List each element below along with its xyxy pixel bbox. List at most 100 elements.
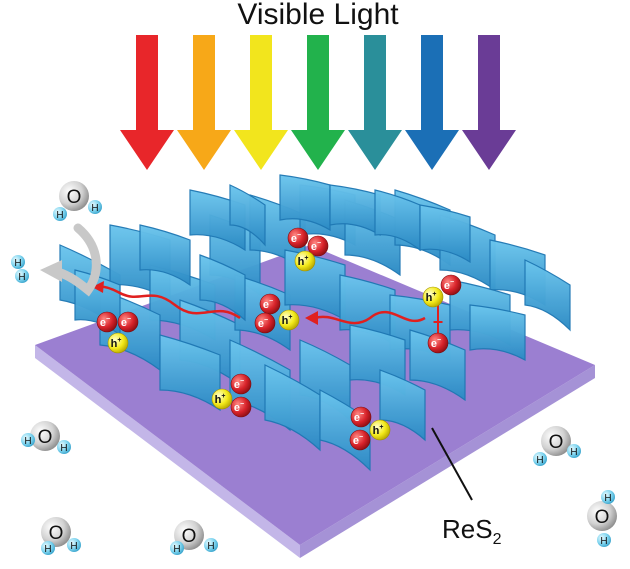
hydrogen-symbol: H	[70, 541, 77, 552]
hole-symbol: h+	[215, 393, 226, 406]
electron-symbol: e−	[311, 240, 321, 253]
hydrogen-atom	[41, 541, 55, 555]
hydrogen-atom	[11, 255, 25, 269]
charge-sup: +	[288, 314, 292, 321]
charge-sup: −	[240, 378, 244, 385]
light-arrow	[120, 35, 174, 170]
res2-pointer-line	[431, 427, 473, 501]
electron-symbol: e−	[291, 232, 301, 245]
res2-label-sub: 2	[493, 531, 502, 548]
substrate-side-right	[300, 365, 595, 558]
electron-symbol: e−	[234, 378, 244, 391]
charge-sup: +	[379, 424, 383, 431]
electron: e−	[96, 311, 118, 333]
electron: e−	[230, 373, 252, 395]
hole-sphere	[422, 286, 444, 308]
electron: e−	[287, 227, 309, 249]
hole-symbol: h+	[426, 291, 437, 304]
oxygen-atom	[41, 517, 71, 547]
nanosheet	[199, 254, 246, 322]
electron-sphere	[117, 311, 139, 333]
charge-sup: −	[360, 411, 364, 418]
charge-sup: +	[221, 393, 225, 400]
charge-sup: −	[264, 317, 268, 324]
electron-sphere	[350, 406, 372, 428]
hydrogen-symbol: H	[60, 443, 67, 454]
water-molecule: OH H	[21, 421, 71, 454]
electron: e−	[254, 312, 276, 334]
light-arrow	[291, 35, 345, 170]
hydrogen-symbol: H	[56, 210, 63, 221]
oxygen-atom	[541, 426, 571, 456]
nanosheet	[379, 369, 426, 442]
hydrogen-atom	[533, 452, 547, 466]
hole: h+	[107, 332, 129, 354]
light-arrows	[120, 35, 516, 170]
hydrogen-atom	[67, 538, 81, 552]
electron-sphere	[230, 396, 252, 418]
electron-symbol: e−	[263, 298, 273, 311]
electron: e−	[427, 332, 449, 354]
electron-sphere	[427, 332, 449, 354]
light-arrow	[234, 35, 288, 170]
oxygen-atom	[30, 421, 60, 451]
charge-sup: −	[127, 316, 131, 323]
electron-sphere	[230, 373, 252, 395]
light-arrow	[177, 35, 231, 170]
electron-symbol: e−	[100, 316, 110, 329]
hydrogen-symbol: H	[24, 436, 31, 447]
nanosheet	[229, 184, 266, 247]
hydrogen-symbol: H	[604, 493, 611, 504]
electron-sphere	[349, 429, 371, 451]
hydrogen-symbol: H	[44, 544, 51, 555]
hole-symbol: h+	[282, 314, 293, 327]
hydrogen-symbol: H	[536, 455, 543, 466]
hydrogen-atom	[57, 440, 71, 454]
light-arrow	[405, 35, 459, 170]
charge-sup: −	[450, 279, 454, 286]
hydrogen-atom	[53, 207, 67, 221]
transfer-arrow-left	[97, 285, 241, 320]
oxygen-symbol: O	[182, 526, 197, 547]
nanosheet	[419, 204, 471, 264]
hydrogen-symbol: H	[570, 447, 577, 458]
hydrogen-atom	[21, 433, 35, 447]
electron-symbol: e−	[354, 411, 364, 424]
hole: h+	[422, 286, 444, 308]
electron-sphere	[287, 227, 309, 249]
oxygen-symbol: O	[549, 432, 564, 453]
transfer-arrow-right	[314, 310, 426, 325]
charge-sup: −	[359, 434, 363, 441]
hydrogen-atom	[601, 490, 615, 504]
res2-label-main: ReS	[442, 514, 493, 544]
reaction-curve-arrow	[40, 223, 101, 297]
hole-symbol: h+	[298, 255, 309, 268]
charge-sup: +	[432, 291, 436, 298]
hydrogen-symbol: H	[173, 544, 180, 555]
electron-symbol: e−	[121, 316, 131, 329]
oxygen-symbol: O	[38, 427, 53, 448]
nanosheet	[524, 259, 571, 332]
electron-symbol: e−	[258, 317, 268, 330]
electron-transfer-arrows: +	[92, 281, 443, 335]
hole-sphere	[369, 419, 391, 441]
hole-symbol: h+	[111, 337, 122, 350]
hydrogen-atom	[597, 533, 611, 547]
water-molecule: OHH	[53, 181, 102, 221]
hole: h+	[369, 419, 391, 441]
visible-light-title: Visible Light	[237, 0, 399, 31]
hole-sphere	[294, 250, 316, 272]
transfer-arrowhead-right	[305, 311, 318, 325]
nanosheet	[469, 304, 526, 362]
nanosheet	[159, 334, 221, 412]
charge-sup: −	[106, 316, 110, 323]
hole-sphere	[211, 388, 233, 410]
water-molecule: OHH	[587, 490, 617, 547]
charge-sup: −	[297, 232, 301, 239]
water-molecule: OH H	[533, 426, 581, 466]
oxygen-symbol: O	[595, 507, 610, 528]
hydrogen-molecule: HH	[11, 255, 29, 283]
nanosheet	[409, 329, 466, 402]
